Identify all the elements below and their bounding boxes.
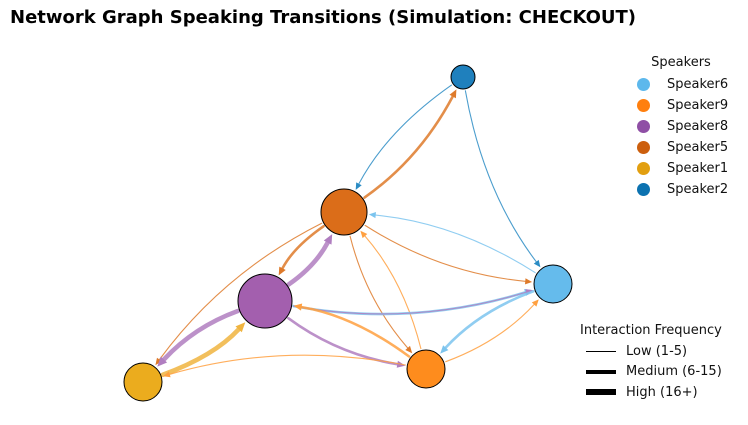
arrowhead bbox=[155, 357, 162, 366]
legend-label: Speaker2 bbox=[667, 182, 729, 197]
edge-speaker8-to-speaker1 bbox=[161, 308, 241, 362]
frequency-legend-item: High (16+) bbox=[580, 382, 740, 403]
edge-speaker9-to-speaker6 bbox=[445, 303, 535, 363]
legend-item-speaker9: Speaker9 bbox=[632, 95, 744, 116]
arrowhead bbox=[293, 303, 303, 311]
edge-speaker1-to-speaker8 bbox=[160, 327, 241, 378]
legend-item-speaker1: Speaker1 bbox=[632, 158, 744, 179]
arrowhead bbox=[533, 259, 541, 268]
legend-label: Speaker6 bbox=[667, 77, 729, 92]
arrowhead bbox=[360, 230, 368, 239]
line-weight-sample bbox=[586, 389, 616, 396]
arrowhead bbox=[449, 89, 457, 99]
line-weight-sample bbox=[586, 350, 616, 352]
edge-speaker5-to-speaker2 bbox=[363, 95, 454, 199]
edge-speaker5-to-speaker8 bbox=[281, 225, 325, 270]
speakers-legend-title: Speakers bbox=[651, 55, 711, 70]
legend-label: Speaker8 bbox=[667, 119, 729, 134]
arrowhead bbox=[323, 234, 333, 245]
node-speaker6[interactable] bbox=[533, 264, 573, 304]
legend-swatch bbox=[637, 183, 650, 196]
frequency-label: High (16+) bbox=[626, 384, 698, 400]
edge-layer bbox=[155, 84, 541, 378]
legend-swatch bbox=[637, 78, 650, 91]
edge-speaker6-to-speaker5 bbox=[375, 214, 536, 274]
node-layer bbox=[123, 64, 573, 402]
node-speaker5[interactable] bbox=[320, 188, 368, 236]
arrowhead bbox=[278, 266, 286, 276]
arrowhead bbox=[440, 345, 449, 354]
legend-label: Speaker1 bbox=[667, 161, 729, 176]
edge-speaker8-to-speaker6 bbox=[292, 291, 527, 315]
frequency-legend-item: Medium (6-15) bbox=[580, 362, 740, 383]
arrowhead bbox=[235, 322, 246, 333]
node-speaker9[interactable] bbox=[406, 349, 446, 389]
edge-speaker5-to-speaker6 bbox=[364, 224, 526, 282]
chart-title: Network Graph Speaking Transitions (Simu… bbox=[10, 7, 637, 28]
edge-speaker9-to-speaker5 bbox=[364, 235, 422, 350]
edge-speaker2-to-speaker6 bbox=[464, 90, 537, 263]
legend-item-speaker2: Speaker2 bbox=[632, 179, 744, 200]
frequency-legend-item: Low (1-5) bbox=[580, 341, 740, 362]
arrowhead bbox=[157, 356, 168, 367]
node-speaker1[interactable] bbox=[123, 362, 163, 402]
edge-speaker8-to-speaker5 bbox=[286, 240, 330, 287]
legend-label: Speaker5 bbox=[667, 140, 729, 155]
legend-item-speaker6: Speaker6 bbox=[632, 74, 744, 95]
edge-speaker2-to-speaker5 bbox=[358, 84, 453, 185]
frequency-legend-title: Interaction Frequency bbox=[580, 323, 722, 338]
node-speaker8[interactable] bbox=[237, 273, 293, 329]
edge-speaker8-to-speaker9 bbox=[287, 316, 399, 366]
arrowhead bbox=[525, 278, 533, 285]
frequency-legend: Interaction Frequency Low (1-5) Medium (6… bbox=[580, 323, 740, 403]
arrowhead bbox=[368, 212, 376, 219]
arrowhead bbox=[405, 345, 413, 354]
node-speaker2[interactable] bbox=[450, 64, 476, 90]
legend-item-speaker8: Speaker8 bbox=[632, 116, 744, 137]
legend-swatch bbox=[637, 99, 650, 112]
arrowhead bbox=[163, 371, 171, 378]
frequency-label: Low (1-5) bbox=[626, 343, 688, 359]
legend-swatch bbox=[637, 162, 650, 175]
legend-label: Speaker9 bbox=[667, 98, 729, 113]
edge-speaker5-to-speaker9 bbox=[349, 235, 409, 349]
legend-item-speaker5: Speaker5 bbox=[632, 137, 744, 158]
arrowhead bbox=[531, 299, 539, 307]
arrowhead bbox=[355, 182, 362, 190]
edge-speaker5-to-speaker1 bbox=[158, 222, 323, 361]
line-weight-sample bbox=[586, 370, 616, 374]
edge-speaker9-to-speaker1 bbox=[169, 354, 406, 375]
legend-swatch bbox=[637, 141, 650, 154]
legend-swatch bbox=[637, 120, 650, 133]
edge-speaker6-to-speaker9 bbox=[444, 290, 535, 349]
frequency-label: Medium (6-15) bbox=[626, 364, 722, 380]
edge-speaker9-to-speaker8 bbox=[300, 305, 411, 358]
